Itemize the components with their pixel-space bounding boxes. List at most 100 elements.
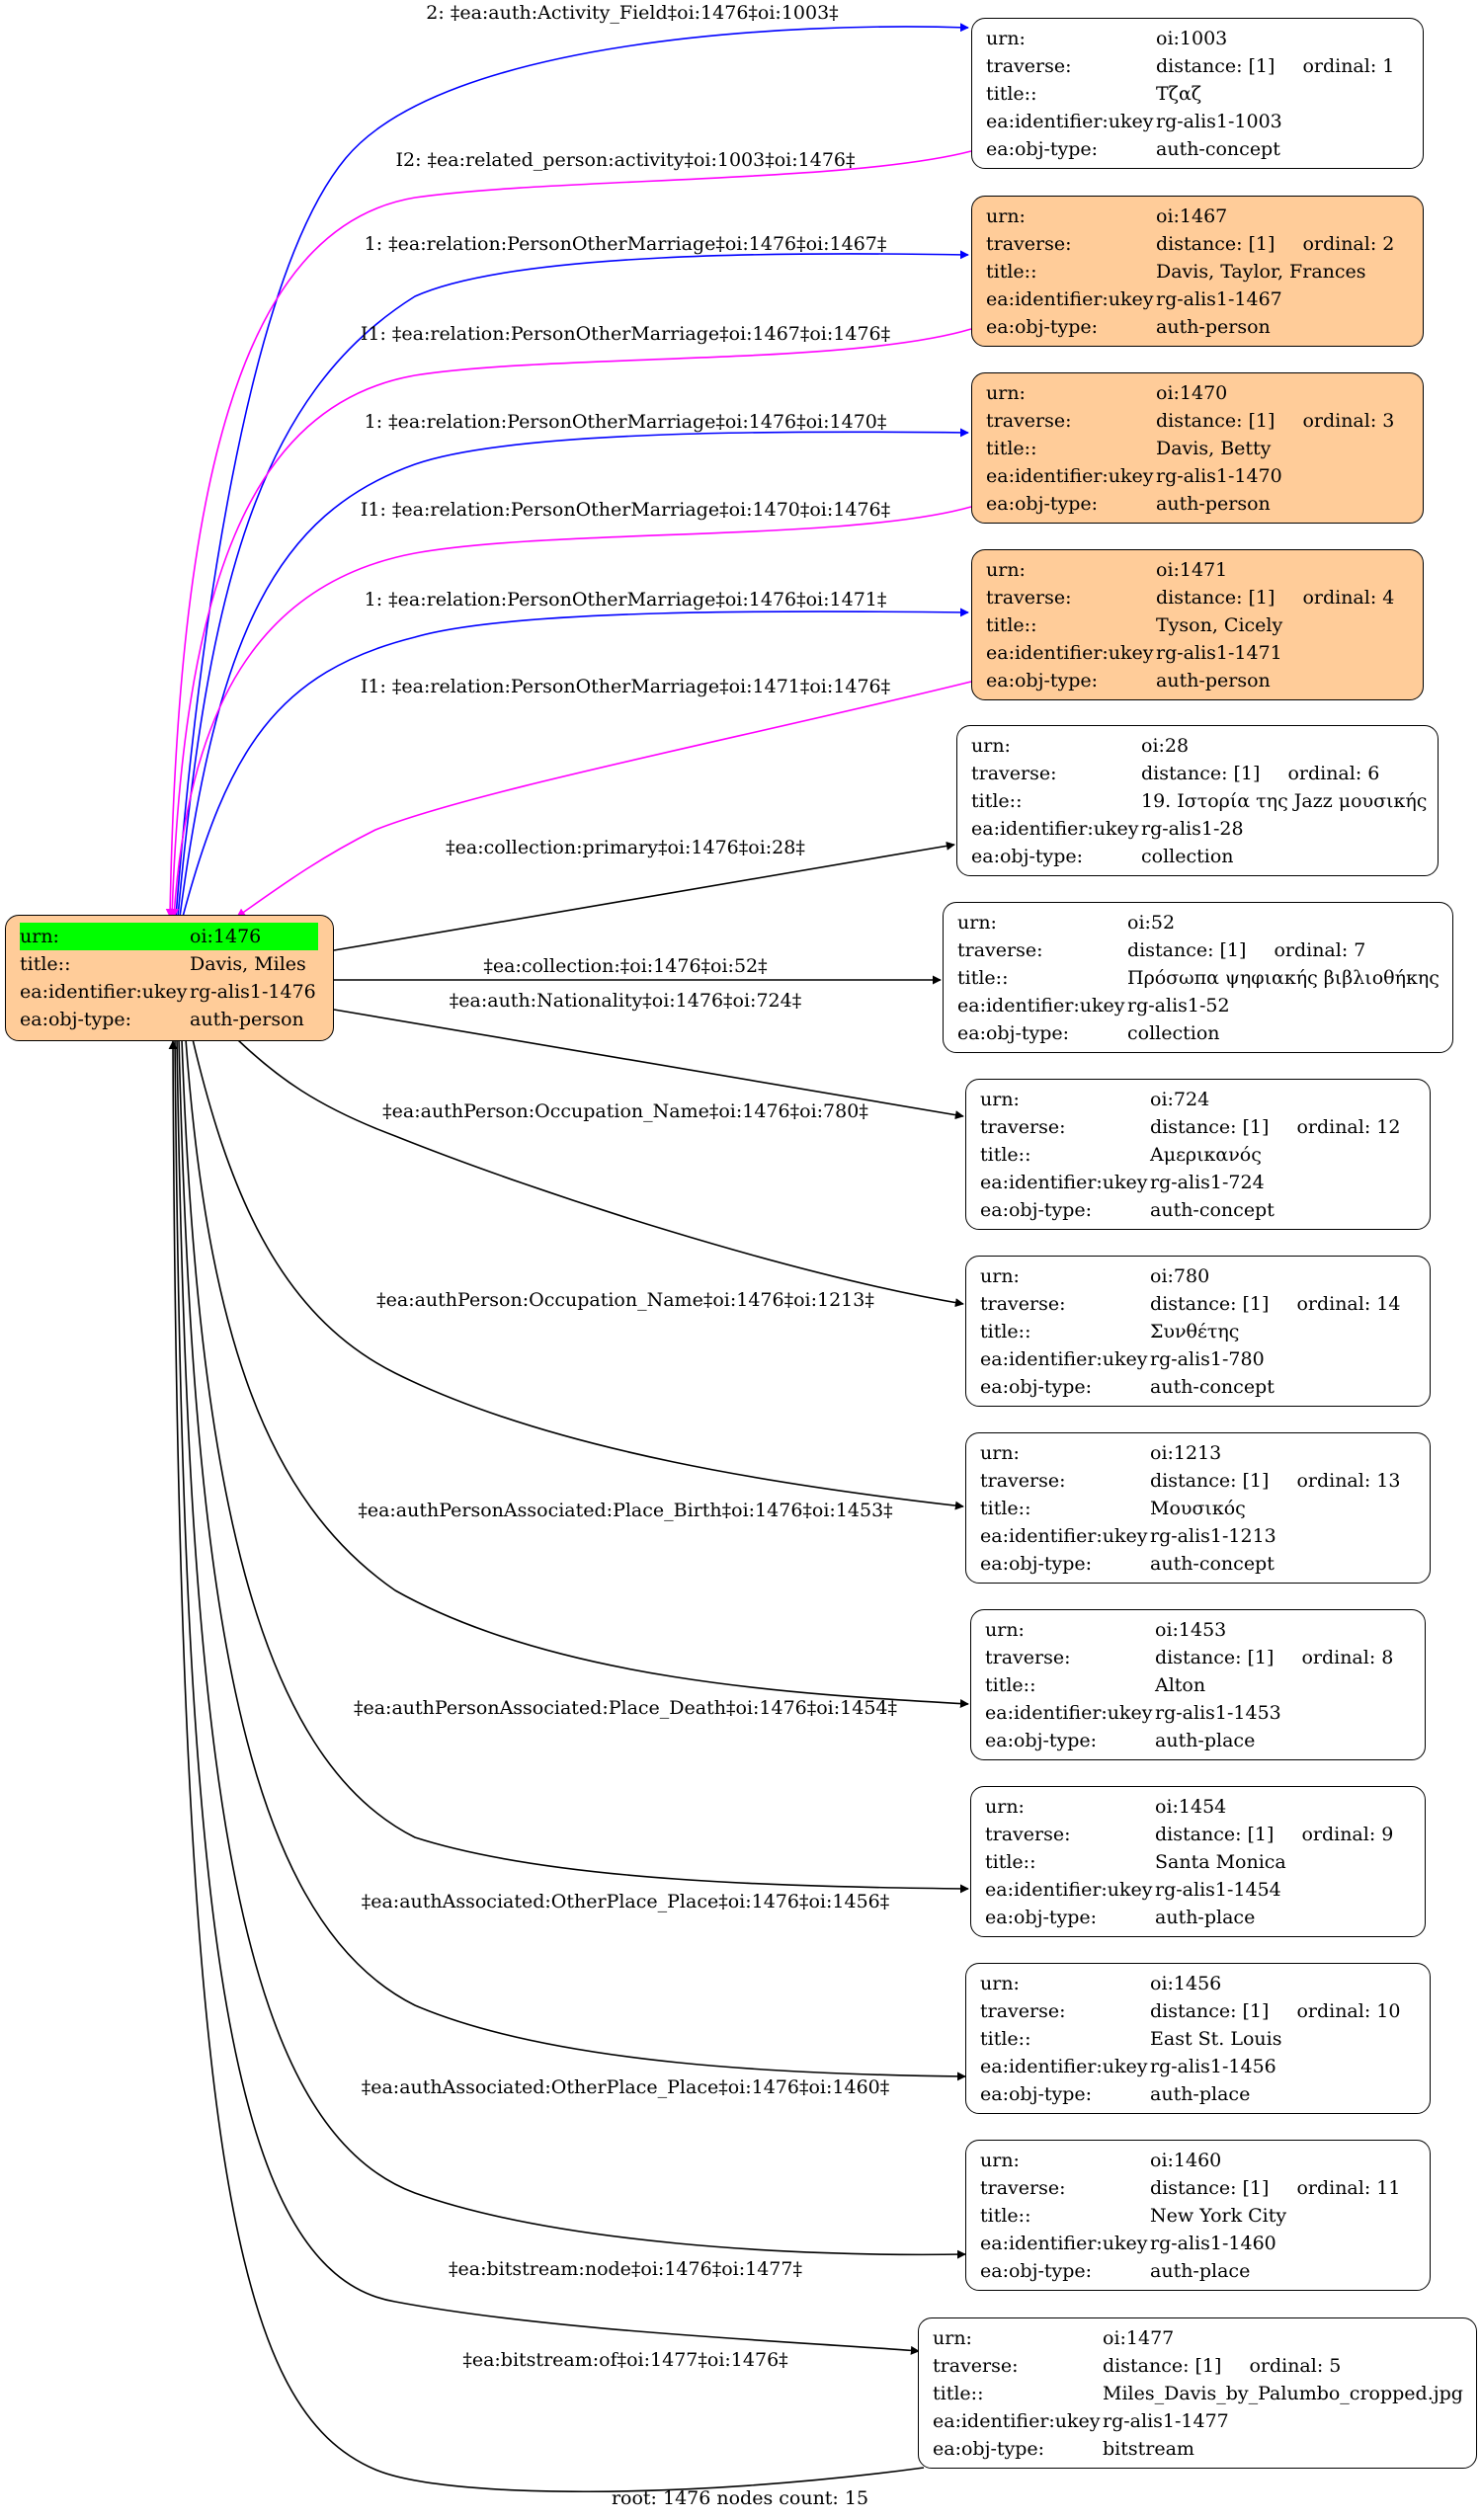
edge-collection-primary — [333, 841, 955, 951]
field-value: distance: [1] — [1156, 54, 1275, 77]
field-value: oi:1460 — [1150, 2149, 1222, 2171]
field-value: collection — [1127, 1021, 1220, 1044]
field-key: title:: — [971, 789, 1023, 812]
node-row-objtype: ea:obj-type:auth-concept — [980, 1550, 1416, 1578]
node-row-urn: urn:oi:1213 — [980, 1439, 1416, 1467]
field-value: auth-place — [1155, 1906, 1256, 1928]
field-value: distance: [1] — [1156, 232, 1275, 255]
node-row-objtype: ea:obj-type:collection — [971, 843, 1424, 870]
field-key: traverse: — [986, 409, 1072, 432]
node-row-objtype: ea:obj-type:auth-place — [985, 1727, 1411, 1754]
node-row-title: title::Santa Monica — [985, 1848, 1411, 1876]
field-key: ea:identifier:ukey — [986, 641, 1154, 664]
node-row-urn: urn: oi:1470 — [986, 379, 1409, 407]
field-value: rg-alis1-1470 — [1156, 464, 1282, 487]
field-value: Davis, Taylor, Frances — [1156, 260, 1366, 283]
field-key: ea:obj-type: — [20, 1009, 132, 1030]
edge-label: 2: ‡ea:auth:Activity_Field‡oi:1476‡oi:10… — [426, 2, 839, 24]
field-value: distance: [1] — [1103, 2354, 1222, 2377]
field-key: ea:obj-type: — [986, 137, 1099, 160]
node-row-urn: urn: oi:1456 — [980, 1970, 1416, 1997]
field-key: ea:identifier:ukey — [957, 994, 1125, 1016]
node-row-urn: urn: oi:1476 — [20, 923, 319, 950]
node-row-title: title::Tyson, Cicely — [986, 611, 1409, 639]
edge-nationality — [333, 1009, 964, 1120]
node-row-traverse: traverse:distance: [1]ordinal: 5 — [933, 2352, 1462, 2380]
ordinal-value: ordinal: 2 — [1302, 232, 1395, 255]
edge-place-death — [181, 1038, 969, 1894]
node-row-title: title::Alton — [985, 1671, 1411, 1699]
root-node[interactable]: urn: oi:1476 title:: Davis, Miles ea:ide… — [5, 915, 334, 1041]
field-value: distance: [1] — [1155, 1823, 1275, 1845]
field-key: urn: — [986, 27, 1026, 49]
field-key: urn: — [986, 558, 1026, 581]
field-key: ea:identifier:ukey — [980, 2232, 1148, 2254]
field-key: urn: — [980, 1972, 1020, 1994]
ordinal-value: ordinal: 14 — [1296, 1292, 1401, 1315]
node-row-urn: urn:oi:780 — [980, 1262, 1416, 1290]
field-value: Tyson, Cicely — [1156, 613, 1283, 636]
ordinal-value: ordinal: 1 — [1302, 54, 1395, 77]
edge-other-place-1460 — [176, 1038, 966, 2259]
field-value: oi:724 — [1150, 1088, 1210, 1110]
field-key: traverse: — [980, 1469, 1066, 1492]
field-value: oi:1470 — [1156, 381, 1228, 404]
field-value: Miles_Davis_by_Palumbo_cropped.jpg — [1103, 2382, 1463, 2404]
edge-label: ‡ea:authPersonAssociated:Place_Death‡oi:… — [353, 1697, 898, 1719]
node-row-objtype: ea:obj-type:auth-person — [986, 667, 1409, 694]
field-key: urn: — [933, 2326, 972, 2349]
field-value: auth-person — [1156, 669, 1271, 691]
field-value: auth-place — [1150, 2082, 1251, 2105]
node-row-urn: urn:oi:1467 — [986, 203, 1409, 230]
edge-label: ‡ea:bitstream:node‡oi:1476‡oi:1477‡ — [449, 2258, 802, 2280]
field-value: distance: [1] — [1150, 1115, 1270, 1138]
node-row-traverse: traverse:distance: [1]ordinal: 3 — [986, 407, 1409, 435]
field-value: auth-person — [1156, 315, 1271, 338]
edge-label: I1: ‡ea:relation:PersonOtherMarriage‡oi:… — [360, 323, 891, 345]
field-value: auth-person — [190, 1009, 304, 1030]
field-value: rg-alis1-1460 — [1150, 2232, 1276, 2254]
edge-marriage-1467 — [177, 250, 969, 918]
node-row-traverse: traverse:distance: [1]ordinal: 1 — [986, 52, 1409, 80]
edge-related-person — [165, 150, 972, 918]
edge-label: ‡ea:authPerson:Occupation_Name‡oi:1476‡o… — [382, 1100, 868, 1122]
node-row-title: title::Πρόσωπα ψηφιακής βιβλιοθήκης — [957, 964, 1440, 992]
field-value: rg-alis1-1471 — [1156, 641, 1282, 664]
field-value: Davis, Miles — [190, 953, 306, 975]
edge-marriage-1471-inv — [236, 681, 972, 918]
graph-node[interactable]: urn: oi:1470 traverse:distance: [1]ordinal… — [971, 372, 1424, 524]
field-key: urn: — [986, 381, 1026, 404]
field-key: ea:obj-type: — [971, 845, 1084, 867]
field-value: auth-concept — [1150, 1375, 1275, 1398]
node-row-traverse: traverse:distance: [1]ordinal: 11 — [980, 2174, 1416, 2202]
field-value: oi:1456 — [1150, 1972, 1222, 1994]
field-value: oi:1454 — [1155, 1795, 1227, 1818]
edge-label: ‡ea:authAssociated:OtherPlace_Place‡oi:1… — [361, 1891, 890, 1912]
field-key: traverse: — [980, 1999, 1066, 2022]
ordinal-value: ordinal: 9 — [1301, 1823, 1394, 1845]
field-value: oi:1467 — [1156, 204, 1228, 227]
field-value: distance: [1] — [1150, 1292, 1270, 1315]
field-key: ea:obj-type: — [985, 1906, 1098, 1928]
edge-activity-field — [175, 23, 969, 918]
field-value: distance: [1] — [1156, 586, 1275, 609]
edge-label: ‡ea:bitstream:of‡oi:1477‡oi:1476‡ — [462, 2349, 788, 2371]
field-value: oi:28 — [1141, 734, 1190, 757]
